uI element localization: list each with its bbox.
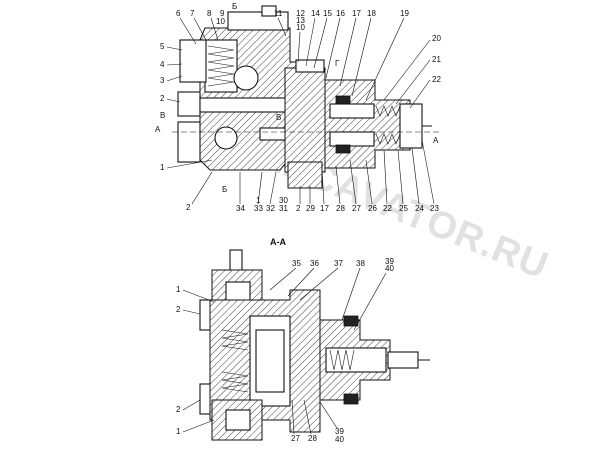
label: Б	[232, 2, 237, 11]
label: 32	[266, 204, 275, 213]
top-view-assembly	[172, 5, 440, 189]
right-valve-body	[324, 79, 411, 169]
port-circle	[233, 65, 259, 91]
label: А	[433, 136, 439, 145]
label: 34	[236, 204, 245, 213]
label: 11	[274, 9, 283, 18]
inner-spool-mid	[255, 329, 285, 393]
right-bore-2	[329, 131, 375, 147]
label: 6	[176, 9, 181, 18]
label: 2	[186, 203, 191, 212]
label: 27	[352, 204, 361, 213]
right-plug-lower	[343, 393, 359, 405]
right-bore	[329, 103, 375, 119]
label: 40	[335, 435, 344, 444]
label: 18	[367, 9, 376, 18]
label: 20	[432, 34, 441, 43]
left-spring-lower	[221, 371, 249, 393]
right-end-cap	[399, 103, 423, 149]
center-bottom-block	[287, 161, 323, 189]
label: 13	[296, 16, 305, 25]
label: 7	[190, 9, 195, 18]
label: 10	[216, 17, 225, 26]
label: 37	[334, 259, 343, 268]
label: 39	[335, 427, 344, 436]
label: 24	[415, 204, 424, 213]
label: 17	[352, 9, 361, 18]
label: 19	[400, 9, 409, 18]
bottom-view-labels: 35 36 37 38 39 40 1 2 2 1 27 28 39 40	[176, 257, 394, 444]
label: 5	[160, 42, 165, 51]
label: 9	[220, 9, 225, 18]
label: 36	[310, 259, 319, 268]
label: 33	[254, 204, 263, 213]
right-spring	[329, 349, 355, 371]
label: 26	[368, 204, 377, 213]
label: 25	[399, 204, 408, 213]
top-view-top-labels: 6 7 8 Б 9 10 11 12 13 10 14 15 16 17 18 …	[176, 2, 409, 32]
left-cap-upper	[179, 39, 207, 83]
center-top-block	[295, 59, 325, 73]
label: Г	[335, 59, 340, 68]
cap-bolt	[261, 5, 277, 17]
top-view-top-leaders	[179, 17, 405, 101]
label: 14	[311, 9, 320, 18]
label: 12	[296, 9, 305, 18]
bottom-view-assembly	[199, 249, 430, 441]
right-plug	[335, 95, 351, 105]
top-view-right-labels: 20 21 22 А Г В	[276, 34, 441, 145]
label: 8	[207, 9, 212, 18]
right-plug-2	[335, 144, 351, 154]
label: А	[155, 125, 161, 134]
label: 38	[356, 259, 365, 268]
label: 40	[385, 264, 394, 273]
label: 1	[176, 427, 181, 436]
top-stud	[229, 249, 243, 273]
label: 1	[176, 285, 181, 294]
label: 21	[432, 55, 441, 64]
label: 22	[383, 204, 392, 213]
right-end-cap	[387, 351, 419, 369]
label: 2	[176, 305, 181, 314]
port-circle-2	[214, 126, 238, 150]
top-view-left-labels: 5 4 3 2 В А 1 2	[155, 42, 213, 212]
right-plug-upper	[343, 315, 359, 327]
label: 4	[160, 60, 165, 69]
label: 16	[336, 9, 345, 18]
label: 3	[160, 76, 165, 85]
label: 28	[308, 434, 317, 443]
right-spring-2	[375, 133, 401, 145]
section-title: А-А	[270, 237, 286, 247]
label: 17	[320, 204, 329, 213]
label: 35	[292, 259, 301, 268]
right-bore	[325, 347, 387, 373]
label: 1	[160, 163, 165, 172]
left-cap-bottom	[177, 121, 201, 163]
spring	[207, 45, 235, 87]
label: В	[276, 113, 281, 122]
label: 30	[279, 196, 288, 205]
label: 29	[306, 204, 315, 213]
label: Б	[222, 185, 227, 194]
right-spring	[375, 105, 401, 117]
upper-cap-inner	[225, 281, 251, 303]
label: 23	[430, 204, 439, 213]
top-view-bottom-labels: Б 34 1 33 32 30 31 2 29 17 28 27 26 22 2…	[222, 139, 439, 213]
label: В	[160, 111, 165, 120]
label: 2	[296, 204, 301, 213]
label: 27	[291, 434, 300, 443]
label: 28	[336, 204, 345, 213]
left-cap-lower	[177, 91, 201, 117]
label: 15	[323, 9, 332, 18]
label: 31	[279, 204, 288, 213]
label: 2	[176, 405, 181, 414]
label: 10	[296, 23, 305, 32]
left-spring-upper	[221, 329, 249, 351]
label: 22	[432, 75, 441, 84]
center-body	[284, 67, 326, 173]
label: 2	[160, 94, 165, 103]
label: 39	[385, 257, 394, 266]
lower-cap-inner	[225, 409, 251, 431]
